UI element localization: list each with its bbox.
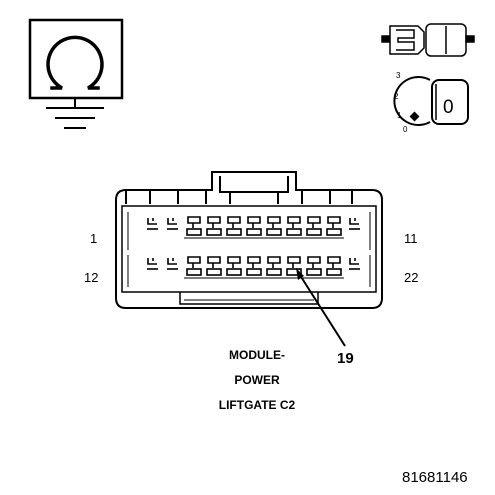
- terminal-cavity: [226, 216, 242, 236]
- ignition-position-0: 0: [403, 125, 408, 134]
- ignition-position-3: 3: [396, 71, 401, 80]
- terminal-cavity: [349, 258, 360, 270]
- ignition-position-2: 2: [394, 92, 399, 101]
- terminal-cavity: [186, 216, 202, 236]
- terminal-cavity: [306, 256, 322, 276]
- terminal-cavity: [147, 218, 158, 230]
- pin-label-1: 1: [90, 231, 97, 246]
- pin-callout-leader: [296, 268, 346, 347]
- pin-callout-number: 19: [337, 350, 354, 367]
- connector-name-line-2: POWER: [234, 373, 280, 387]
- terminal-cavity: [326, 256, 342, 276]
- terminal-cavity: [186, 256, 202, 276]
- pin-label-11: 11: [404, 231, 418, 246]
- connector-icon: [381, 23, 475, 57]
- terminal-cavity: [226, 256, 242, 276]
- terminal-cavity: [349, 218, 360, 230]
- terminal-cavity: [286, 216, 302, 236]
- terminal-cavity: [246, 216, 262, 236]
- pin-label-22: 22: [404, 270, 418, 285]
- terminal-cavity: [206, 216, 222, 236]
- pin-label-12: 12: [84, 270, 98, 285]
- terminal-cavity: [206, 256, 222, 276]
- connector-name-line-3: LIFTGATE C2: [219, 398, 296, 412]
- figure-number: 81681146: [402, 469, 468, 486]
- terminal-cavity: [167, 218, 178, 230]
- ignition-key-label: 0: [443, 97, 454, 118]
- connector-name-line-1: MODULE-: [229, 348, 285, 362]
- terminal-cavity: [167, 258, 178, 270]
- terminal-cavity: [246, 256, 262, 276]
- terminal-cavity: [306, 216, 322, 236]
- terminal-cavity: [326, 216, 342, 236]
- ohmmeter-icon: [28, 18, 124, 129]
- terminal-cavity: [266, 256, 282, 276]
- connector-housing: [115, 171, 383, 309]
- terminal-cavity: [266, 216, 282, 236]
- terminal-cavity: [286, 256, 302, 276]
- terminal-cavity: [147, 258, 158, 270]
- ignition-icon: 3 2 1 0 0: [393, 71, 469, 134]
- terminal-cavities: [147, 216, 360, 279]
